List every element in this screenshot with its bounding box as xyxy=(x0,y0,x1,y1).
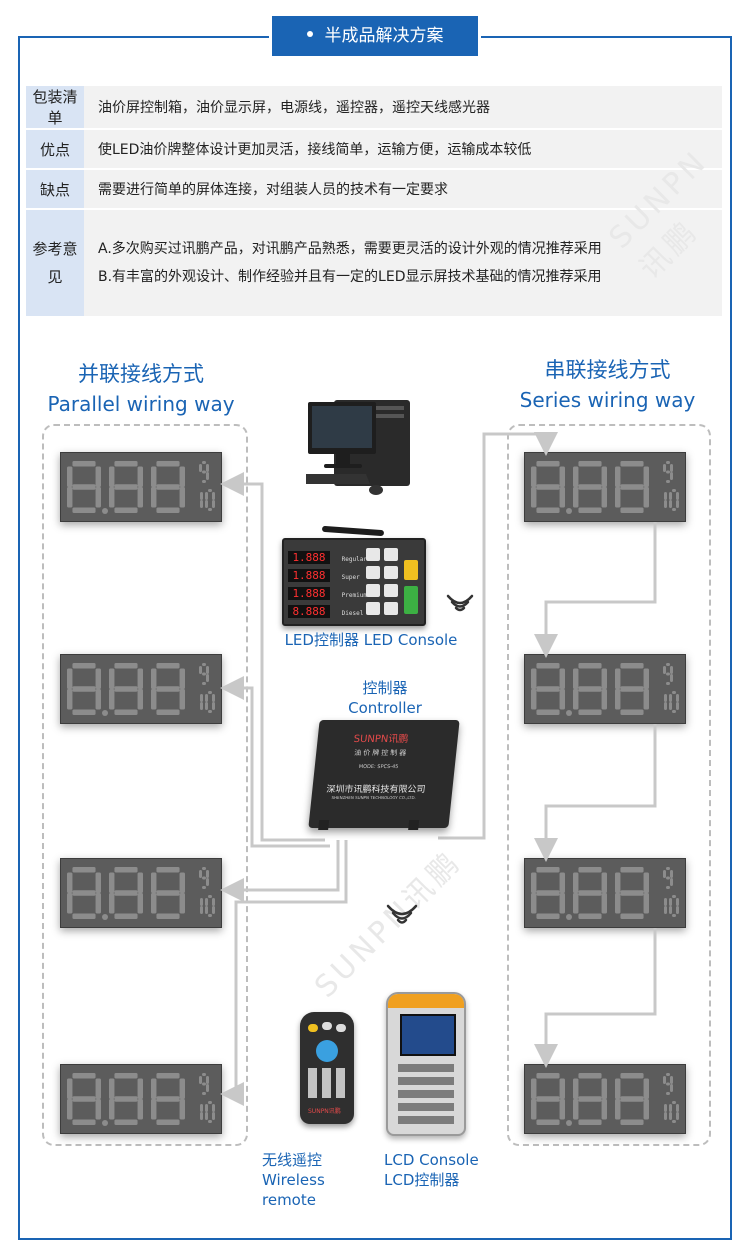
wireless-remote-device: SUNPN讯鹏 xyxy=(300,1012,354,1124)
controller-label: 油价牌控制器 xyxy=(353,749,409,757)
controller-foot-right xyxy=(408,820,420,830)
table-row: 参考意见 A.多次购买过讯鹏产品，对讯鹏产品熟悉，需要更灵活的设计外观的情况推荐… xyxy=(26,210,722,316)
parallel-title-zh: 并联接线方式 xyxy=(78,362,204,386)
console-grade: Premium xyxy=(341,592,367,599)
display-digits xyxy=(61,859,221,927)
row-label: 优点 xyxy=(26,130,84,168)
row-value: 需要进行简单的屏体连接，对组装人员的技术有一定要求 xyxy=(84,170,722,208)
display-panel-series-1 xyxy=(524,452,686,522)
lcd-console-caption: LCD Console LCD控制器 xyxy=(384,1150,484,1190)
row-value: A.多次购买过讯鹏产品，对讯鹏产品熟悉，需要更灵活的设计外观的情况推荐采用 B.有… xyxy=(84,210,722,316)
console-grade: Diesel xyxy=(341,610,364,617)
console-grade: Regular xyxy=(341,556,367,563)
remote-keypad xyxy=(308,1068,346,1098)
series-title-en: Series wiring way xyxy=(519,388,696,412)
computer-icon xyxy=(306,400,410,495)
display-panel-series-4 xyxy=(524,1064,686,1134)
recommend-b: B.有丰富的外观设计、制作经验并且有一定的LED显示屏技术基础的情况推荐采用 xyxy=(98,269,602,285)
lcd-keypad xyxy=(398,1060,454,1124)
controller-foot-left xyxy=(318,820,330,830)
parallel-title-en: Parallel wiring way xyxy=(47,392,235,416)
console-digits: 1.888 xyxy=(288,587,330,600)
led-console-caption: LED控制器 LED Console xyxy=(284,631,458,649)
console-row: 8.888 Diesel xyxy=(288,600,363,619)
parallel-group-box xyxy=(42,424,248,1146)
remote-key xyxy=(336,1024,346,1032)
console-row: 1.888 Regular xyxy=(288,546,367,565)
controller-caption-zh: 控制器 xyxy=(362,679,408,697)
display-panel-parallel-4 xyxy=(60,1064,222,1134)
console-row: 1.888 Premium xyxy=(288,582,367,601)
display-panel-series-2 xyxy=(524,654,686,724)
bullet-dot xyxy=(306,31,313,37)
lcd-caption-zh: LCD控制器 xyxy=(384,1171,460,1189)
console-keypad xyxy=(366,548,398,615)
display-digits xyxy=(525,655,685,723)
lcd-console-device xyxy=(386,992,466,1136)
display-panel-parallel-1 xyxy=(60,452,222,522)
console-digits: 1.888 xyxy=(288,569,330,582)
controller-model: MODE: SPCS-45 xyxy=(358,764,399,770)
display-panel-parallel-2 xyxy=(60,654,222,724)
table-row: 优点 使LED油价牌整体设计更加灵活，接线简单，运输方便，运输成本较低 xyxy=(26,130,722,168)
parallel-title: 并联接线方式 Parallel wiring way xyxy=(36,358,246,416)
remote-dpad xyxy=(316,1040,338,1062)
controller-brand: SUNPN讯鹏 xyxy=(353,734,409,745)
row-label: 参考意见 xyxy=(26,210,84,316)
table-row: 缺点 需要进行简单的屏体连接，对组装人员的技术有一定要求 xyxy=(26,170,722,208)
wireless-signal-icon xyxy=(386,904,418,924)
display-panel-series-3 xyxy=(524,858,686,928)
display-digits xyxy=(61,453,221,521)
row-label: 包装清单 xyxy=(26,86,84,128)
display-digits xyxy=(61,1065,221,1133)
controller-company: 深圳市讯鹏科技有限公司 xyxy=(325,785,426,795)
wireless-signal-icon xyxy=(446,594,474,612)
section-title: 半成品解决方案 xyxy=(324,26,444,46)
console-grade: Super xyxy=(341,574,360,581)
section-header: 半成品解决方案 xyxy=(272,16,478,56)
console-row: 1.888 Super xyxy=(288,564,360,583)
console-yellow-key xyxy=(404,560,418,580)
lcd-screen xyxy=(400,1014,456,1056)
row-value: 使LED油价牌整体设计更加灵活，接线简单，运输方便，运输成本较低 xyxy=(84,130,722,168)
controller-caption: 控制器 Controller xyxy=(340,678,430,718)
remote-caption-en: Wireless remote xyxy=(262,1171,325,1209)
display-panel-parallel-3 xyxy=(60,858,222,928)
display-digits xyxy=(525,1065,685,1133)
remote-key xyxy=(308,1024,318,1032)
row-value: 油价屏控制箱，油价显示屏，电源线，遥控器，遥控天线感光器 xyxy=(84,86,722,128)
recommend-a: A.多次购买过讯鹏产品，对讯鹏产品熟悉，需要更灵活的设计外观的情况推荐采用 xyxy=(98,241,602,257)
series-group-box xyxy=(507,424,711,1146)
series-title: 串联接线方式 Series wiring way xyxy=(505,354,710,412)
console-digits: 8.888 xyxy=(288,605,330,618)
lcd-topbar xyxy=(388,994,464,1008)
controller-box: SUNPN讯鹏 油价牌控制器 MODE: SPCS-45 深圳市讯鹏科技有限公司… xyxy=(308,720,460,830)
display-digits xyxy=(525,859,685,927)
remote-key xyxy=(322,1022,332,1030)
info-table: 包装清单 油价屏控制箱，油价显示屏，电源线，遥控器，遥控天线感光器 优点 使LE… xyxy=(26,84,722,318)
remote-brand: SUNPN讯鹏 xyxy=(308,1108,341,1115)
console-digits: 1.888 xyxy=(288,551,330,564)
display-digits xyxy=(61,655,221,723)
console-green-key xyxy=(404,586,418,614)
remote-caption-zh: 无线遥控 xyxy=(262,1151,323,1169)
row-label: 缺点 xyxy=(26,170,84,208)
table-row: 包装清单 油价屏控制箱，油价显示屏，电源线，遥控器，遥控天线感光器 xyxy=(26,86,722,128)
led-console-device: 1.888 Regular 1.888 Super 1.888 Premium … xyxy=(282,525,426,626)
series-title-zh: 串联接线方式 xyxy=(544,358,671,382)
remote-caption: 无线遥控 Wireless remote xyxy=(262,1150,382,1210)
controller-caption-en: Controller xyxy=(348,699,422,717)
lcd-caption-en: LCD Console xyxy=(384,1151,479,1169)
display-digits xyxy=(525,453,685,521)
controller-company-en: SHENZHEN SUNPN TECHNOLOGY CO.,LTD. xyxy=(331,795,417,800)
